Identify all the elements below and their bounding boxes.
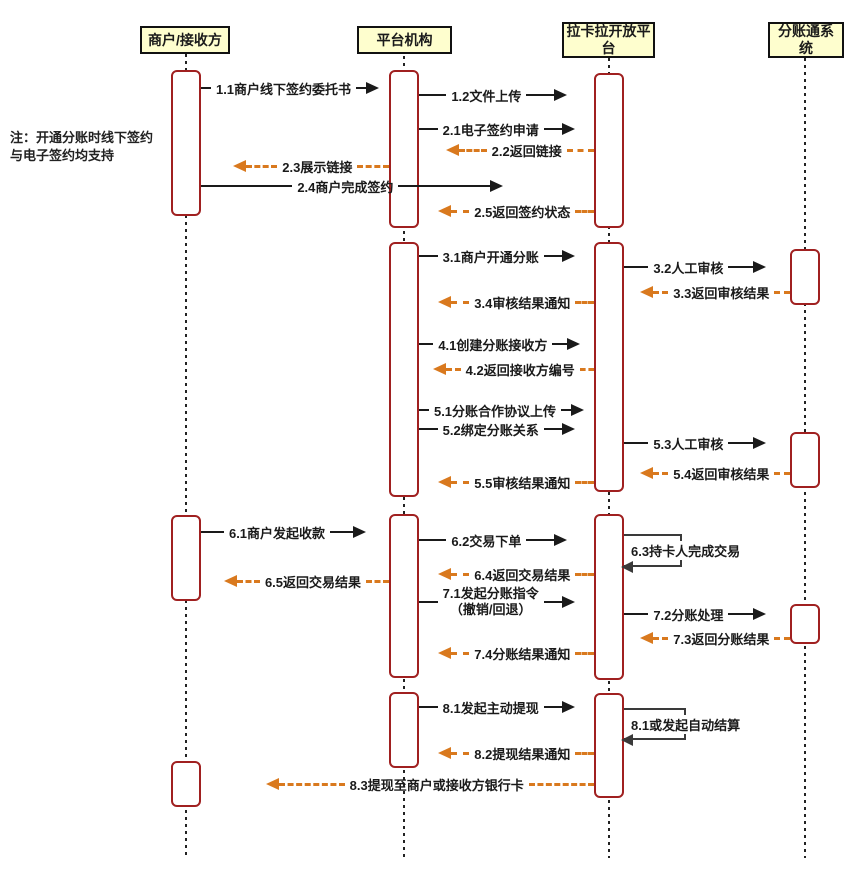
message-2-3: 2.3展示链接 — [201, 156, 389, 176]
arrowhead-left-icon — [419, 476, 451, 488]
message-8-2: 8.2提现结果通知 — [419, 743, 594, 763]
self-message-6-3: 6.3持卡人完成交易 — [621, 534, 744, 573]
message-7-1: 7.1发起分账指令（撤销/回退） — [419, 584, 594, 620]
actor-merchant-label: 商户/接收方 — [148, 31, 222, 48]
message-8-3: 8.3提现至商户或接收方银行卡 — [201, 774, 595, 794]
self-message-8-1-auto: 8.1或发起自动结算 — [621, 708, 744, 746]
activation-merchant-2 — [171, 515, 201, 601]
activation-platform-2 — [389, 242, 419, 497]
arrowhead-left-icon — [201, 160, 246, 172]
arrowhead-right-icon — [562, 596, 594, 608]
arrowhead-right-icon — [566, 338, 594, 350]
arrowhead-left-icon — [419, 363, 447, 375]
message-7-2: 7.2分账处理 — [624, 604, 790, 624]
message-5-3: 5.3人工审核 — [624, 433, 790, 453]
activation-splitpay-3 — [790, 604, 820, 644]
activation-lakala-2 — [594, 242, 624, 492]
message-7-3: 7.3返回分账结果 — [624, 628, 790, 648]
message-6-2: 6.2交易下单 — [419, 530, 594, 550]
message-3-1: 3.1商户开通分账 — [419, 246, 594, 266]
message-7-4: 7.4分账结果通知 — [419, 643, 594, 663]
arrowhead-left-icon — [419, 747, 451, 759]
message-2-2: 2.2返回链接 — [419, 140, 595, 160]
arrowhead-left-icon — [624, 632, 653, 644]
arrowhead-left-icon — [624, 286, 653, 298]
activation-merchant-3 — [171, 761, 201, 807]
message-6-1: 6.1商户发起收款 — [201, 522, 389, 542]
message-3-4: 3.4审核结果通知 — [419, 292, 594, 312]
activation-merchant-1 — [171, 70, 201, 216]
message-5-1: 5.1分账合作协议上传 — [419, 400, 594, 420]
actor-lakala-label: 拉卡拉开放平台 — [566, 23, 651, 56]
arrowhead-left-icon — [419, 144, 460, 156]
arrowhead-left-icon — [419, 205, 451, 217]
arrowhead-right-icon — [562, 701, 594, 713]
actor-platform-label: 平台机构 — [376, 31, 433, 48]
arrowhead-left-icon — [621, 734, 633, 746]
message-3-2: 3.2人工审核 — [624, 257, 790, 277]
message-5-2: 5.2绑定分账关系 — [419, 419, 594, 439]
arrowhead-right-icon — [562, 423, 594, 435]
arrowhead-right-icon — [562, 250, 594, 262]
actor-platform: 平台机构 — [357, 26, 452, 54]
message-6-4: 6.4返回交易结果 — [419, 564, 594, 584]
arrowhead-left-icon — [419, 647, 451, 659]
actor-splitpay-label: 分账通系统 — [778, 23, 834, 56]
message-1-2: 1.2文件上传 — [419, 85, 594, 105]
arrowhead-right-icon — [553, 89, 594, 101]
message-4-1: 4.1创建分账接收方 — [419, 334, 594, 354]
message-6-5: 6.5返回交易结果 — [201, 571, 389, 591]
actor-splitpay: 分账通系统 — [768, 22, 844, 58]
arrowhead-left-icon — [201, 778, 280, 790]
arrowhead-right-icon — [553, 534, 594, 546]
arrowhead-left-icon — [419, 296, 451, 308]
message-1-1: 1.1商户线下签约委托书 — [201, 78, 389, 98]
activation-lakala-3 — [594, 514, 624, 680]
actor-merchant: 商户/接收方 — [140, 26, 230, 54]
arrowhead-right-icon — [366, 82, 389, 94]
message-3-3: 3.3返回审核结果 — [624, 282, 790, 302]
activation-platform-1 — [389, 70, 419, 228]
activation-lakala-4 — [594, 693, 624, 798]
message-4-2: 4.2返回接收方编号 — [419, 359, 595, 379]
arrowhead-right-icon — [752, 608, 790, 620]
activation-platform-3 — [389, 514, 419, 678]
arrowhead-left-icon — [621, 561, 633, 573]
message-2-1: 2.1电子签约申请 — [419, 119, 594, 139]
arrowhead-left-icon — [624, 467, 653, 479]
arrowhead-left-icon — [419, 568, 451, 580]
arrowhead-right-icon — [752, 437, 790, 449]
lifeline-merchant — [185, 54, 187, 858]
activation-splitpay-2 — [790, 432, 820, 488]
arrowhead-right-icon — [489, 180, 594, 192]
message-2-5: 2.5返回签约状态 — [419, 201, 594, 221]
arrowhead-left-icon — [201, 575, 237, 587]
arrowhead-right-icon — [752, 261, 790, 273]
activation-lakala-1 — [594, 73, 624, 228]
note: 注：开通分账时线下签约与电子签约均支持 — [10, 130, 154, 163]
message-5-4: 5.4返回审核结果 — [624, 463, 790, 483]
actor-lakala: 拉卡拉开放平台 — [562, 22, 655, 58]
message-5-5: 5.5审核结果通知 — [419, 472, 594, 492]
arrowhead-right-icon — [353, 526, 389, 538]
arrowhead-right-icon — [571, 404, 594, 416]
activation-splitpay-1 — [790, 249, 820, 305]
message-2-4: 2.4商户完成签约 — [201, 176, 594, 196]
arrowhead-right-icon — [562, 123, 594, 135]
message-8-1: 8.1发起主动提现 — [419, 697, 594, 717]
activation-platform-4 — [389, 692, 419, 768]
